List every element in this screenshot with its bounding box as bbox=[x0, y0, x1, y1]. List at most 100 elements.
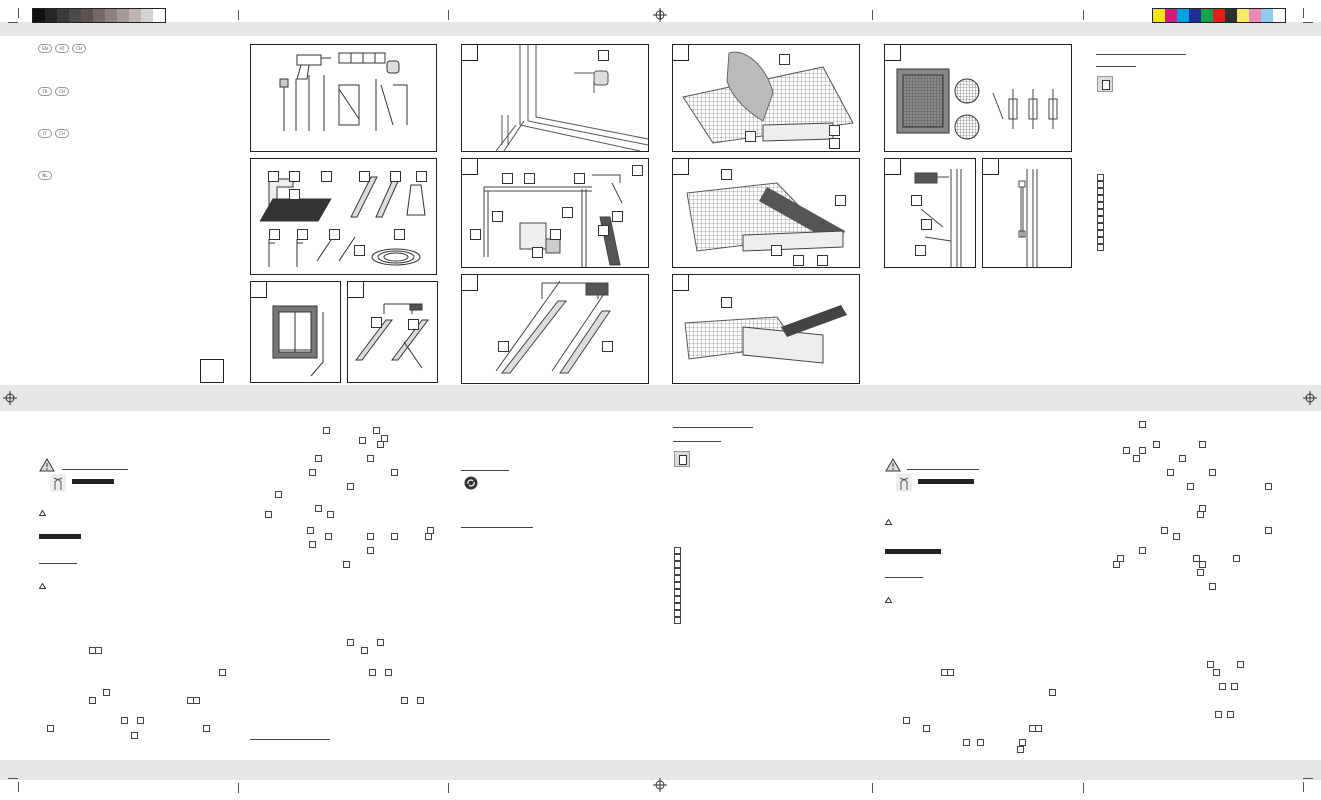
step-number-box bbox=[885, 159, 901, 175]
part-label-box bbox=[289, 171, 300, 182]
heading-underline bbox=[461, 527, 533, 528]
part-label-box bbox=[390, 171, 401, 182]
caution-label-2 bbox=[885, 549, 941, 554]
part-label-box bbox=[911, 195, 922, 206]
part-label-box bbox=[394, 229, 405, 240]
mounted-profile-illustration bbox=[1018, 169, 1038, 267]
lang-badge-ch-3: CH bbox=[55, 129, 69, 138]
saw-illustration bbox=[355, 303, 429, 369]
heading-underline bbox=[62, 469, 128, 470]
color-swatch bbox=[1165, 9, 1177, 22]
part-label-box bbox=[524, 173, 535, 184]
color-swatch bbox=[105, 9, 117, 22]
panel-mounted-profile bbox=[982, 158, 1072, 268]
step-number-box bbox=[673, 45, 689, 61]
panel-tools bbox=[250, 44, 437, 152]
part-label-box bbox=[329, 229, 340, 240]
step-number-box bbox=[885, 45, 901, 61]
middle-band bbox=[0, 385, 1321, 411]
part-label-box bbox=[779, 54, 790, 65]
child-hazard-icon bbox=[50, 474, 66, 492]
part-label-box bbox=[574, 173, 585, 184]
cut-profiles-illustration bbox=[495, 280, 611, 374]
warning-small-icon bbox=[885, 519, 892, 525]
warning-small-icon bbox=[39, 510, 46, 516]
color-swatch bbox=[1261, 9, 1273, 22]
panel-saw bbox=[347, 281, 438, 383]
panel-assembly bbox=[461, 158, 649, 268]
step-number-box bbox=[673, 159, 689, 175]
warning-small-icon bbox=[39, 583, 46, 589]
part-label-box bbox=[835, 195, 846, 206]
part-label-box bbox=[502, 173, 513, 184]
part-label-box bbox=[354, 245, 365, 256]
part-label-box bbox=[612, 211, 623, 222]
finished-screen-illustration bbox=[896, 68, 1058, 140]
part-label-box bbox=[289, 189, 300, 200]
lang-badge-at: AT bbox=[55, 44, 69, 53]
warning-icon bbox=[39, 458, 55, 472]
panel-finished-screen bbox=[884, 44, 1072, 152]
lang-badge-ch-2: CH bbox=[55, 87, 69, 96]
part-label-box bbox=[598, 225, 609, 236]
color-swatch bbox=[141, 9, 153, 22]
caution-label bbox=[39, 534, 81, 539]
parts-illustration bbox=[259, 176, 426, 267]
mesh-insert-illustration bbox=[686, 182, 845, 252]
part-label-box bbox=[793, 255, 804, 266]
panel-mesh-press bbox=[672, 44, 860, 152]
part-label-box bbox=[416, 171, 427, 182]
part-label-box bbox=[602, 341, 613, 352]
assembly-illustration bbox=[483, 174, 623, 267]
color-swatch bbox=[81, 9, 93, 22]
color-swatch bbox=[1153, 9, 1165, 22]
heading-underline bbox=[885, 577, 923, 578]
warning-icon-2 bbox=[885, 458, 901, 472]
part-label-box bbox=[632, 165, 643, 176]
color-swatch bbox=[1273, 9, 1285, 22]
part-label-box bbox=[359, 171, 370, 182]
panel-drill-mount bbox=[884, 158, 976, 268]
heading-underline bbox=[1096, 54, 1186, 55]
step-number-box bbox=[462, 275, 478, 291]
part-label-box bbox=[297, 229, 308, 240]
info-icon-2 bbox=[674, 451, 690, 467]
tools-illustration bbox=[279, 52, 408, 131]
bottom-band bbox=[0, 760, 1321, 780]
part-label-box bbox=[921, 219, 932, 230]
color-bar-right bbox=[1152, 8, 1286, 23]
color-swatch bbox=[1189, 9, 1201, 22]
part-label-box bbox=[532, 247, 543, 258]
registration-mark-right bbox=[1303, 391, 1317, 405]
registration-mark-top bbox=[653, 8, 667, 22]
heading-underline bbox=[907, 469, 979, 470]
part-label-box bbox=[269, 229, 280, 240]
color-swatch bbox=[1213, 9, 1225, 22]
heading-underline bbox=[39, 563, 77, 564]
child-hazard-icon-2 bbox=[896, 474, 912, 492]
panel-frame-corner bbox=[461, 44, 649, 152]
heading-underline bbox=[673, 427, 753, 428]
part-label-box bbox=[492, 211, 503, 222]
color-swatch bbox=[153, 9, 165, 22]
window-frame-illustration bbox=[272, 305, 324, 377]
lang-badge-en: EN bbox=[38, 44, 52, 53]
page-number-box bbox=[200, 359, 224, 383]
step-number-box bbox=[462, 45, 478, 61]
step-number-box bbox=[983, 159, 999, 175]
color-swatch bbox=[69, 9, 81, 22]
color-swatch bbox=[1237, 9, 1249, 22]
panel-measure bbox=[250, 281, 341, 383]
recycle-icon bbox=[464, 476, 478, 490]
panel-mesh-insert bbox=[672, 158, 860, 268]
lang-badge-it: IT bbox=[38, 129, 52, 138]
part-label-box bbox=[721, 297, 732, 308]
part-label-box bbox=[498, 341, 509, 352]
color-swatch bbox=[129, 9, 141, 22]
heading-underline bbox=[673, 441, 721, 442]
part-label-box bbox=[771, 245, 782, 256]
warning-label bbox=[72, 479, 114, 484]
color-swatch bbox=[117, 9, 129, 22]
color-swatch bbox=[1225, 9, 1237, 22]
color-swatch bbox=[1249, 9, 1261, 22]
